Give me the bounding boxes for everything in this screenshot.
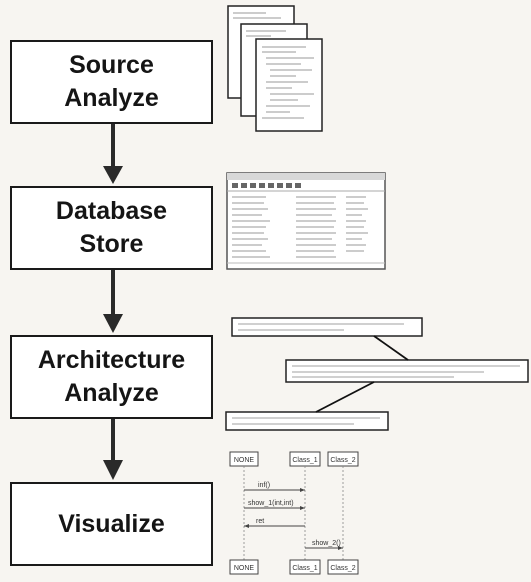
lifeline-bottom-none-label: NONE: [234, 565, 255, 572]
step-source-analyze-line1: Source: [69, 51, 154, 79]
step-architecture-analyze-line1: Architecture: [37, 346, 186, 374]
step-database-store: Database Store: [10, 186, 213, 270]
message-1-label: inf(): [258, 482, 270, 489]
arrow-2-head: [103, 314, 123, 333]
source-code-pages-thumbnail: [227, 5, 323, 132]
lifeline-bottom-class-1: [289, 559, 321, 575]
lifeline-top-none-label: NONE: [234, 457, 255, 464]
lifeline-top-class-2-label: Class_2: [330, 457, 355, 464]
step-database-store-line1: Database: [55, 197, 168, 225]
database-window-thumbnail: [226, 172, 386, 270]
step-visualize: Visualize: [10, 482, 213, 566]
arrow-3-head: [103, 460, 123, 480]
lifeline-bottom-class-2-label: Class_2: [330, 565, 355, 572]
lifeline-bottom-class-1-label: Class_1: [292, 565, 317, 572]
message-3-label: ret: [256, 518, 264, 525]
message-2-label: show_1(int,int): [248, 500, 294, 507]
sequence-diagram-thumbnail: NONE Class_1 Class_2 inf(: [229, 451, 359, 575]
lifeline-bottom-none: [229, 559, 259, 575]
step-source-analyze: Source Analyze: [10, 40, 213, 124]
lifeline-bottom-class-2: [327, 559, 359, 575]
step-architecture-analyze: Architecture Analyze: [10, 335, 213, 419]
step-architecture-analyze-line2: Analyze: [64, 379, 159, 407]
step-visualize-label: Visualize: [58, 509, 165, 538]
step-database-store-line2: Store: [79, 230, 144, 258]
architecture-analysis-thumbnail: [225, 317, 529, 431]
step-source-analyze-line2: Analyze: [64, 84, 159, 112]
arrow-1-head: [103, 166, 123, 184]
message-4-label: show_2(): [312, 540, 341, 547]
lifeline-top-class-1-label: Class_1: [292, 457, 317, 464]
